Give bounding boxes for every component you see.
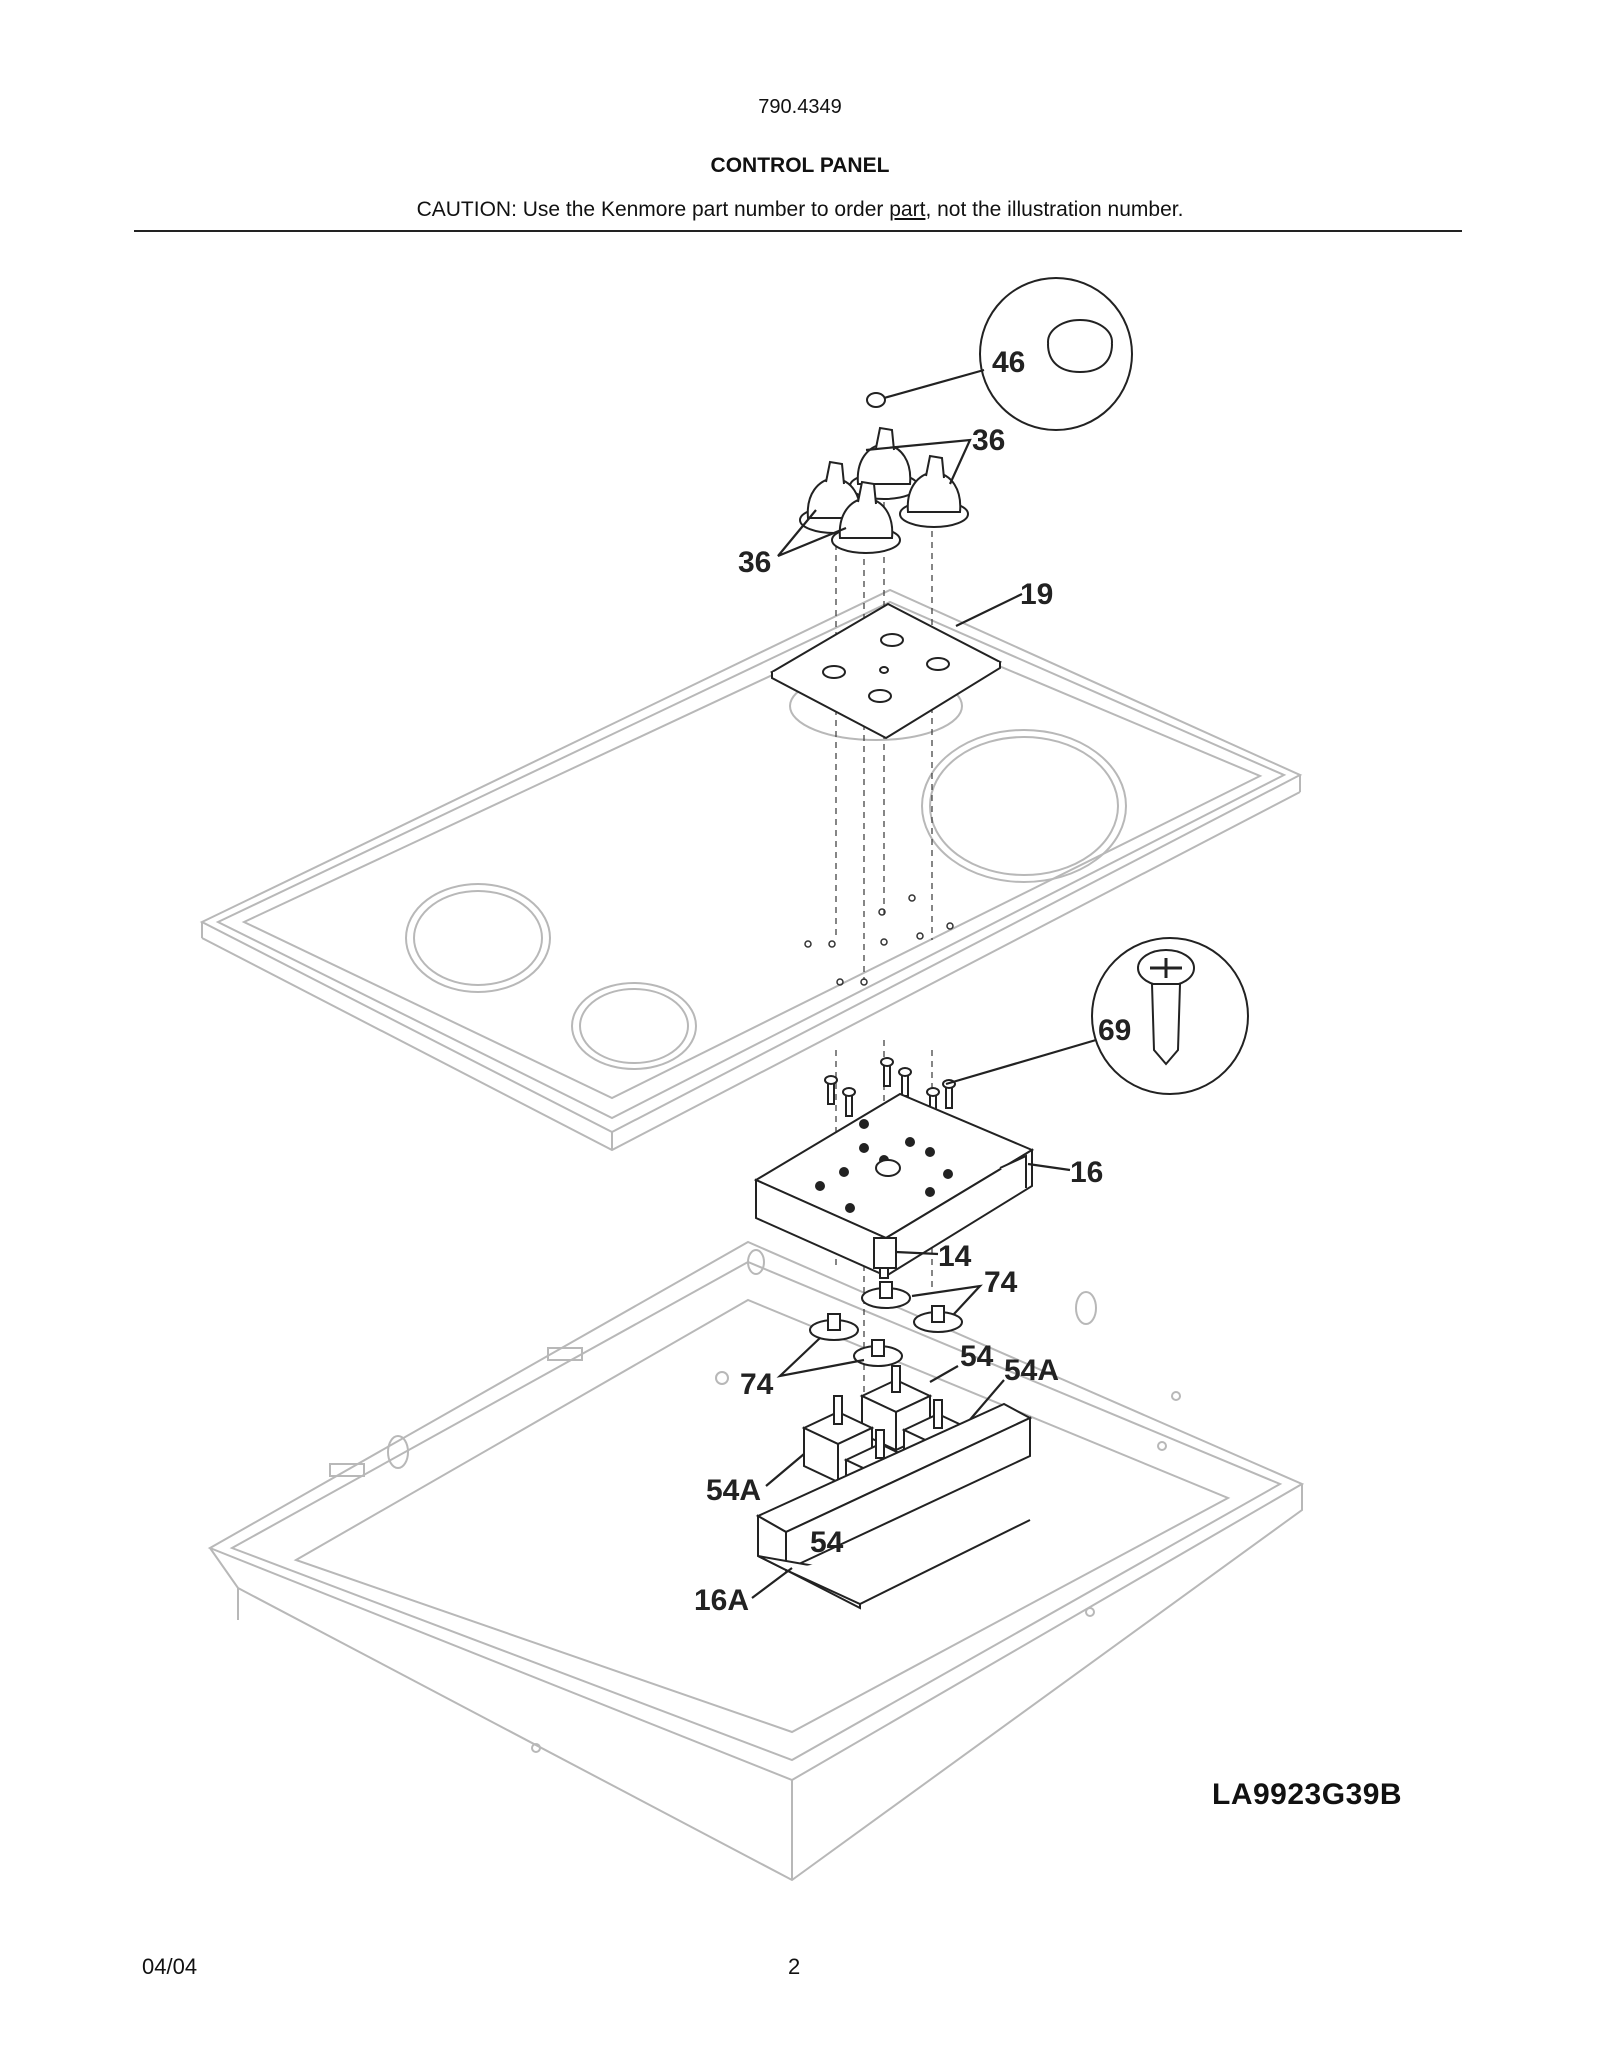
callout-54A-left: 54A xyxy=(706,1474,761,1507)
callout-54-bottom: 54 xyxy=(810,1526,844,1559)
control-overlay-panel xyxy=(769,593,1023,740)
detail-callout-46 xyxy=(883,277,1133,431)
mounting-hole-markers xyxy=(804,894,954,986)
caution-text-end: , not the illustration number. xyxy=(925,198,1184,221)
caution-note: CAUTION: Use the Kenmore part number to … xyxy=(0,198,1600,222)
control-knob[interactable] xyxy=(831,480,901,554)
callout-69: 69 xyxy=(1098,1014,1131,1047)
control-knob[interactable] xyxy=(899,454,969,528)
indicator-switch xyxy=(873,1237,939,1279)
callout-74-left: 74 xyxy=(740,1368,774,1401)
callout-16: 16 xyxy=(1070,1156,1103,1189)
footer-page-number: 2 xyxy=(788,1954,801,1979)
callout-14: 14 xyxy=(938,1240,972,1273)
cooktop-glass-outline xyxy=(199,588,1303,1152)
callout-74-right: 74 xyxy=(984,1266,1018,1299)
callout-36-left: 36 xyxy=(738,546,771,579)
footer-date: 04/04 xyxy=(142,1954,198,1979)
plug-button-small xyxy=(866,392,886,408)
header-divider xyxy=(134,230,1462,232)
callout-36-right: 36 xyxy=(972,424,1005,457)
callout-16A: 16A xyxy=(694,1584,749,1617)
control-bracket xyxy=(753,1092,1071,1278)
control-knob-group[interactable] xyxy=(799,426,969,554)
callout-19: 19 xyxy=(1020,578,1053,611)
burner-rings xyxy=(405,671,1127,1070)
spacer-washers xyxy=(776,1281,983,1378)
figure-id: LA9923G39B xyxy=(1212,1778,1403,1811)
cooktop-base-tray xyxy=(207,1240,1305,1882)
switch-bracket xyxy=(751,1402,1033,1610)
section-title: CONTROL PANEL xyxy=(710,154,890,177)
callout-46: 46 xyxy=(992,346,1025,379)
callout-54-top: 54 xyxy=(960,1340,994,1373)
caution-text: CAUTION: Use the Kenmore part number to … xyxy=(416,198,890,221)
detail-callout-69 xyxy=(945,937,1249,1095)
caution-link-part[interactable]: part xyxy=(889,198,926,221)
model-number: 790.4349 xyxy=(758,96,842,118)
callout-54A-right: 54A xyxy=(1004,1354,1059,1387)
